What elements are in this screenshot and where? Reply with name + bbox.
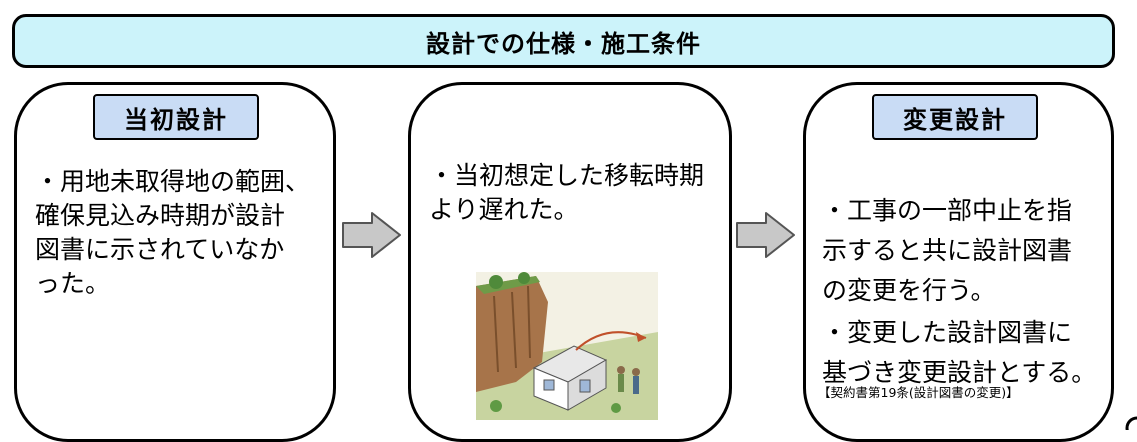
initial-design-badge: 当初設計 [93,94,259,140]
right-arrow-icon [342,212,401,258]
initial-design-text: ・用地未取得地の範囲、 確保見込み時期が設計 図書に示されていなか った。 [35,167,311,298]
changed-design-text-1: ・工事の一部中止を指 示すると共に設計図書 の変更を行う。 [822,196,1073,305]
changed-design-badge: 変更設計 [872,94,1038,140]
situation-text: ・当初想定した移転時期 より遅れた。 [429,161,705,224]
page-title: 設計での仕様・施工条件 [12,14,1115,68]
contract-reference-note: 【契約書第19条(設計図書の変更)】 [818,385,1019,400]
changed-design-text-2: ・変更した設計図書に 基づき変更設計とする。 [822,318,1097,387]
house-relocation-illustration [476,272,658,420]
page-number-circle-icon [1125,416,1137,430]
changed-design-panel: 変更設計 ・工事の一部中止を指 示すると共に設計図書 の変更を行う。 ・変更した… [803,82,1114,442]
right-arrow-icon [736,212,795,258]
situation-panel: ・当初想定した移転時期 より遅れた。 [408,82,732,442]
initial-design-panel: 当初設計 ・用地未取得地の範囲、 確保見込み時期が設計 図書に示されていなか っ… [14,82,336,442]
